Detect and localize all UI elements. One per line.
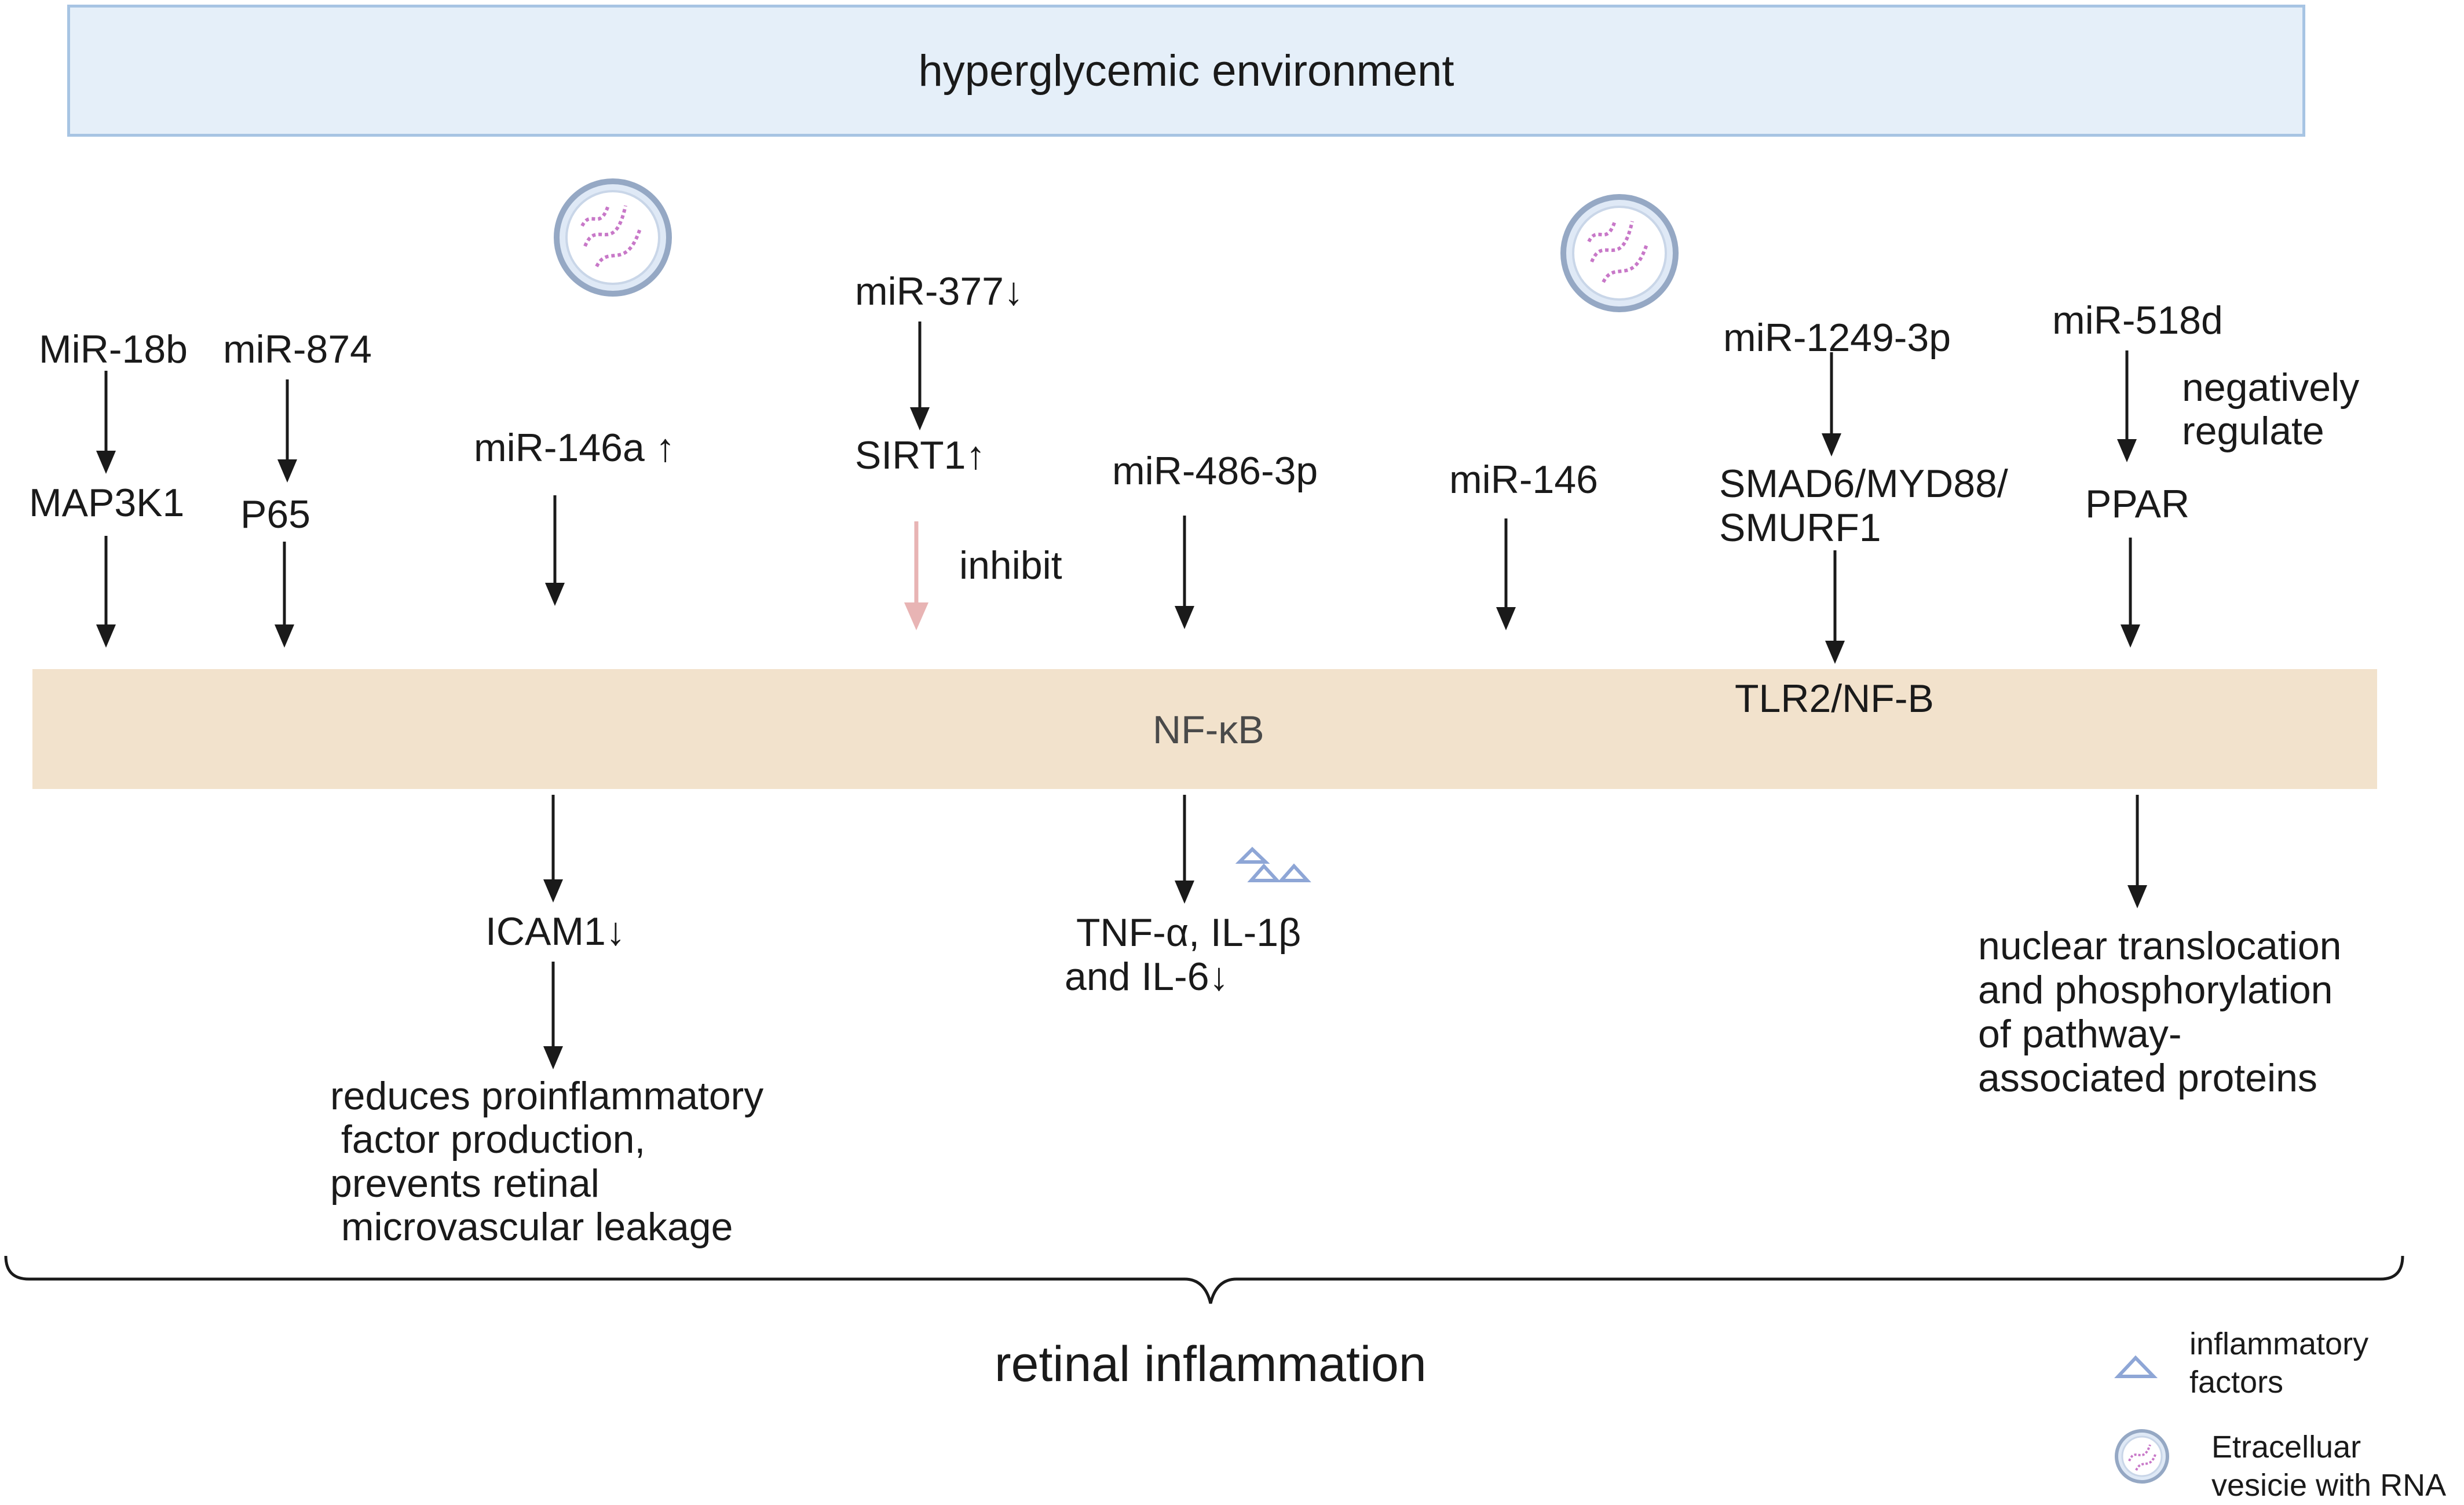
inflammatory-factor-icon [2114, 1355, 2158, 1378]
relation-line: negatively [2182, 366, 2360, 410]
ppar-label: PPAR [2085, 482, 2190, 526]
nfkb-band [32, 669, 2377, 789]
effect-line: of pathway- [1978, 1012, 2182, 1057]
legend-line: inflammatory [2189, 1327, 2369, 1361]
effect-line: reduces proinflammatory [330, 1074, 764, 1118]
nuclear-translocation-text: nuclear translocation and phosphorylatio… [1978, 924, 2341, 1101]
mir146a-label: miR-146a ↑ [474, 426, 675, 470]
inhibit-arrow [904, 521, 928, 630]
mir377-label: miR-377↓ [855, 269, 1023, 313]
mir1249-label: miR-1249-3p [1723, 316, 1951, 360]
cytokines-label: TNF-α, IL-1β and IL-6↓ [1065, 911, 1301, 999]
effect-line: nuclear translocation [1978, 924, 2342, 968]
hyperglycemic-environment-label: hyperglycemic environment [918, 46, 1454, 96]
smad6-myd88-smurf1-label: SMAD6/MYD88/ SMURF1 [1719, 462, 2008, 550]
icam1-effect-text: reduces proinflammatory factor productio… [330, 1074, 764, 1250]
retinal-inflammation-brace [4, 1255, 2404, 1304]
mir146-label: miR-146 [1449, 458, 1598, 502]
mir486-label: miR-486-3p [1112, 449, 1318, 493]
icam1-label: ICAM1↓ [485, 909, 626, 954]
p65-label: P65 [240, 492, 310, 536]
extracellular-vesicle-icon [2115, 1429, 2169, 1484]
mir518d-label: miR-518d [2052, 298, 2223, 342]
target-line: SMAD6/MYD88/ [1719, 462, 2008, 506]
inflammatory-factor-icon [1235, 846, 1311, 882]
legend-vesicle: Etracelluar vesicie with RNA [2211, 1429, 2446, 1505]
cytokines-line: and IL-6↓ [1065, 955, 1229, 999]
effect-line: and phosphorylation [1978, 968, 2333, 1013]
legend-line: Etracelluar [2211, 1430, 2361, 1464]
negatively-regulate-label: negatively regulate [2182, 366, 2359, 453]
extracellular-vesicle-icon [554, 178, 672, 297]
legend-line: vesicie with RNA [2211, 1467, 2447, 1503]
retinal-inflammation-label: retinal inflammation [995, 1336, 1427, 1392]
map3k1-label: MAP3K1 [29, 481, 185, 525]
effect-line: prevents retinal [330, 1161, 599, 1206]
sirt1-label: SIRT1↑ [855, 433, 986, 477]
target-line: SMURF1 [1719, 506, 1881, 550]
mir874-label: miR-874 [223, 327, 372, 371]
nfkb-label: NF-κB [1153, 708, 1264, 752]
effect-line: associated proteins [1978, 1056, 2317, 1101]
hyperglycemic-environment-box: hyperglycemic environment [67, 5, 2305, 137]
legend-line: factors [2189, 1364, 2284, 1400]
mir18b-label: MiR-18b [39, 327, 188, 371]
extracellular-vesicle-icon [1560, 194, 1679, 312]
relation-line: regulate [2182, 408, 2324, 453]
cytokines-line: TNF-α, IL-1β [1076, 911, 1302, 955]
legend-inflammatory-factors: inflammatory factors [2189, 1325, 2368, 1402]
inhibit-label: inhibit [959, 543, 1062, 587]
tlr2-nfb-label: TLR2/NF-B [1735, 677, 1934, 721]
effect-line: microvascular leakage [330, 1205, 733, 1250]
effect-line: factor production, [330, 1117, 646, 1162]
